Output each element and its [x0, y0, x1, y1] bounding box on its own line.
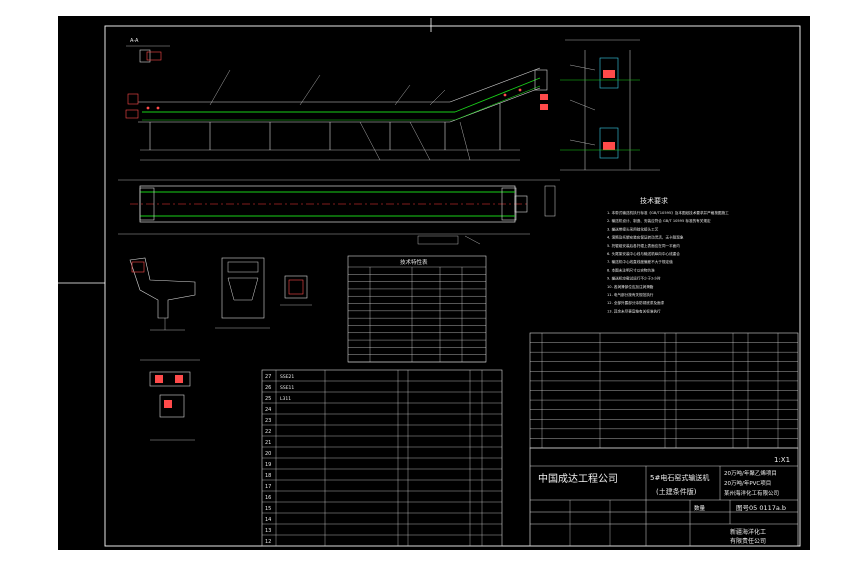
- support-legs: [149, 103, 501, 150]
- drawing-scale: 1:X1: [774, 456, 790, 464]
- weld-markers: [146, 88, 522, 110]
- tech-req-line: 13. 其余未尽事宜按有关标准执行: [607, 308, 661, 313]
- parts-list-grid: 27 SSE21 26 SSE11 25 L311 24 23 22 21 20 19 18 17 16 15…: [262, 370, 502, 547]
- plan-head-end: [139, 187, 155, 221]
- company-name: 中国成达工程公司: [538, 472, 618, 485]
- middle-section-chute: [227, 277, 259, 301]
- tech-req-line: 2. 输送机设计、制造、安装应符合 GB/T 10595 标准的有关规定: [607, 218, 711, 223]
- tech-req-line: 8. 本图未注明尺寸以实物为准: [607, 267, 655, 272]
- tech-req-line: 1. 本带式输送机执行标准《GB/T10595》及本图纸技术要求并严格按图施工: [607, 210, 729, 215]
- tech-req-line: 11. 电气部分按有关规范执行: [607, 292, 654, 297]
- drawing-area: [58, 16, 810, 550]
- tail-end: [534, 69, 548, 91]
- parts-row-no: 12: [265, 539, 271, 545]
- parts-row-code: L311: [280, 396, 291, 402]
- head-section-profile: [129, 257, 196, 319]
- tech-req-line: 12. 全部外露部分涂防锈底漆及面漆: [607, 300, 665, 305]
- detail-leaders: [569, 64, 596, 146]
- drive-detail-coupling: [155, 375, 163, 383]
- tech-req-line: 7. 输送机中心线直线度偏差不大于规定值: [607, 259, 673, 264]
- plan-right-dim: [544, 185, 556, 217]
- parts-row-no: 16: [265, 495, 271, 501]
- tech-req-lines: 1. 本带式输送机执行标准《GB/T10595》及本图纸技术要求并严格按图施工 2…: [607, 210, 729, 313]
- parts-row-no: 19: [265, 462, 271, 468]
- tech-req-line: 3. 输送带接头采用硫化接头工艺: [607, 226, 659, 231]
- detail-column-bottom: [599, 127, 619, 159]
- parts-row-no: 20: [265, 451, 271, 457]
- drive-detail-reducer: [159, 394, 185, 418]
- head-drive-detail: [139, 49, 151, 63]
- drawing-title-2: (土建条件版): [656, 487, 697, 496]
- plan-leader: [464, 235, 481, 245]
- parts-row-no: 22: [265, 429, 271, 435]
- parts-row-no: 27: [265, 374, 271, 380]
- parts-list-table: 27 SSE21 26 SSE11 25 L311 24 23 22 21 20 19 18 17 16 15…: [261, 369, 503, 547]
- tech-req-title: 技术要求: [640, 196, 668, 205]
- parts-row-no: 26: [265, 385, 271, 391]
- tech-req-line: 5. 托辊组安装后各托辊上表面应在同一平面内: [607, 243, 680, 248]
- drawing-number: 图号05 0117a.b: [736, 504, 786, 512]
- parts-row-no: 13: [265, 528, 271, 534]
- client-name-2: 新疆海洋化工: [730, 528, 766, 536]
- detail-marker-1: [603, 70, 615, 78]
- project-name-2: 20万吨/年PVC项目: [724, 479, 771, 487]
- title-block-frame: [529, 447, 799, 547]
- plan-note-box: [417, 235, 459, 245]
- head-pulley: [125, 109, 139, 119]
- title-block: 中国成达工程公司 5#电石窑式输送机 (土建条件版) 20万吨/年聚乙烯项目 2…: [529, 447, 799, 547]
- parts-row-no: 14: [265, 517, 271, 523]
- tech-req-line: 6. 头尾架安装中心线与输送机纵向中心线重合: [607, 251, 680, 256]
- incline-belt-line: [454, 77, 541, 113]
- middle-section-frame: [221, 257, 265, 319]
- drawing-title-1: 5#电石窑式输送机: [650, 473, 709, 482]
- small-section-frame: [284, 275, 308, 299]
- parts-row-no: 24: [265, 407, 271, 413]
- conveyor-elevation-view: A-A: [125, 38, 548, 161]
- tech-req-line: 9. 输送机空载试运行不少于2小时: [607, 276, 661, 281]
- right-parts-grid: [530, 333, 798, 448]
- drive-detail-marker: [164, 400, 172, 408]
- conveyor-plan-view: [118, 179, 560, 245]
- tail-marker: [540, 94, 548, 100]
- sheet-label: 数量: [694, 504, 706, 512]
- incline-bottom-line: [449, 87, 541, 123]
- client-name: 某州海洋化工有限公司: [724, 489, 779, 497]
- project-name-1: 20万吨/年聚乙烯项目: [724, 469, 777, 477]
- client-name-3: 有限责任公司: [730, 537, 766, 545]
- parts-row-no: 17: [265, 484, 271, 490]
- section-views: [129, 257, 312, 441]
- drive-detail-coupling-2: [175, 375, 183, 383]
- head-section-marker: [131, 261, 145, 273]
- elevation-label: A-A: [130, 38, 139, 44]
- parts-row-no: 21: [265, 440, 271, 446]
- parts-row-code: SSE21: [280, 374, 294, 380]
- technical-requirements: 技术要求 1. 本带式输送机执行标准《GB/T10595》及本图纸技术要求并严格…: [607, 196, 729, 313]
- parts-row-no: 25: [265, 396, 271, 402]
- tail-marker-2: [540, 104, 548, 110]
- parts-row-no: 23: [265, 418, 271, 424]
- middle-section-top: [227, 261, 259, 273]
- right-parts-table: [529, 332, 799, 449]
- drive-detail-shaft: [149, 371, 191, 387]
- parts-row-no: 15: [265, 506, 271, 512]
- tech-req-line: 4. 滚筒及托辊安装应保证转动灵活，无卡阻现象: [607, 235, 684, 240]
- param-table-title: 技术特性表: [400, 258, 428, 266]
- small-section-inner: [288, 279, 304, 295]
- head-chute: [127, 93, 139, 105]
- parts-row-code: SSE11: [280, 385, 294, 391]
- tail-section-detail: [560, 39, 660, 171]
- tech-req-line: 10. 各润滑部位应加注润滑脂: [607, 284, 654, 289]
- incline-belt-return: [454, 85, 541, 121]
- parts-row-no: 18: [265, 473, 271, 479]
- motor-symbol: [146, 51, 162, 61]
- detail-marker-2: [603, 142, 615, 150]
- detail-column-top: [599, 57, 619, 89]
- param-table-grid: [348, 266, 486, 363]
- leader-lines: [209, 69, 471, 161]
- plan-tail-block: [514, 195, 528, 213]
- parameter-table: 技术特性表: [347, 255, 487, 363]
- plan-tail-end: [501, 187, 517, 221]
- incline-top-line: [449, 67, 541, 103]
